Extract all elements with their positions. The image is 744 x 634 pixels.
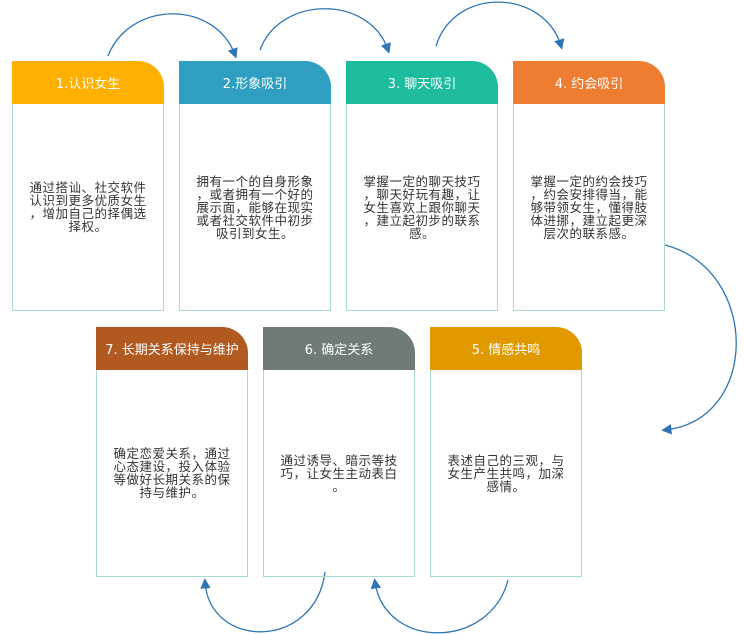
description-line: 女生喜欢上跟你聊天 [363,199,481,215]
step-body: 拥有一个的自身形象，或者拥有一个好的展示面，能够在现实或者社交软件中初步吸引到女… [179,104,331,311]
step-body: 通过诱导、暗示等技巧，让女生主动表白。 [263,370,415,577]
arrow-1-2 [107,13,238,59]
description-line: 吸引到女生。 [215,225,294,241]
description-line: 或者社交软件中初步 [196,212,314,228]
step-card-4: 4. 约会吸引掌握一定的约会技巧，约会安排得当，能够带领女生，懂得肢体进挪，建立… [513,61,665,311]
description-line: 心态建设，投入体验 [113,459,231,474]
description-line: 感情。 [486,478,526,494]
description-line: 层次的联系感。 [543,225,635,241]
arrow-2-3 [259,8,391,54]
description-line: 掌握一定的约会技巧 [530,173,648,189]
description-line: 表述自己的三观，与 [447,452,565,468]
description-line: ，约会安排得当，能 [530,186,648,202]
step-title: 2.形象吸引 [179,61,331,104]
step-title: 7. 长期关系保持与维护 [96,327,248,370]
step-title: 6. 确定关系 [263,327,415,370]
arrow-3-4 [435,1,565,50]
step-body: 确定恋爱关系，通过心态建设，投入体验等做好长期关系的保持与维护。 [96,370,248,577]
step-body: 通过搭讪、社交软件认识到更多优质女生，增加自己的择偶选择权。 [12,104,164,311]
step-card-7: 7. 长期关系保持与维护确定恋爱关系，通过心态建设，投入体验等做好长期关系的保持… [96,327,248,577]
description-line: 认识到更多优质女生 [29,193,147,208]
step-description: 掌握一定的约会技巧，约会安排得当，能够带领女生，懂得肢体进挪，建立起更深层次的联… [530,175,647,240]
arrow-6-7 [200,571,326,633]
description-line: 通过诱导、暗示等技 [280,452,398,468]
step-body: 表述自己的三观，与女生产生共鸣，加深感情。 [430,370,582,577]
step-card-1: 1.认识女生通过搭讪、社交软件认识到更多优质女生，增加自己的择偶选择权。 [12,61,164,311]
step-description: 表述自己的三观，与女生产生共鸣，加深感情。 [447,454,564,493]
description-line: ，建立起初步的联系 [363,212,481,228]
description-line: 通过搭讪、社交软件 [29,180,147,195]
description-line: 感。 [408,225,435,241]
step-title: 1.认识女生 [12,61,164,104]
step-card-2: 2.形象吸引拥有一个的自身形象，或者拥有一个好的展示面，能够在现实或者社交软件中… [179,61,331,311]
step-title: 3. 聊天吸引 [346,61,498,104]
arrow-4-5 [661,244,737,435]
description-line: 。 [332,478,346,494]
description-line: ，增加自己的择偶选 [29,206,147,221]
description-line: 巧，让女生主动表白 [280,465,398,481]
description-line: 展示面，能够在现实 [196,199,314,215]
step-description: 通过搭讪、社交软件认识到更多优质女生，增加自己的择偶选择权。 [29,181,146,233]
step-title: 4. 约会吸引 [513,61,665,104]
step-card-5: 5. 情感共鸣表述自己的三观，与女生产生共鸣，加深感情。 [430,327,582,577]
arrow-5-6 [370,578,509,634]
step-description: 通过诱导、暗示等技巧，让女生主动表白。 [280,454,397,493]
description-line: 确定恋爱关系，通过 [113,446,231,461]
description-line: 持与维护。 [139,485,205,500]
description-line: ，或者拥有一个好的 [196,186,314,202]
description-line: 等做好长期关系的保 [113,472,231,487]
step-description: 掌握一定的聊天技巧，聊天好玩有趣，让女生喜欢上跟你聊天，建立起初步的联系感。 [363,175,480,240]
description-line: 掌握一定的聊天技巧 [363,173,481,189]
step-title: 5. 情感共鸣 [430,327,582,370]
description-line: ，聊天好玩有趣，让 [363,186,481,202]
description-line: 拥有一个的自身形象 [196,173,314,189]
description-line: 体进挪，建立起更深 [530,212,648,228]
step-body: 掌握一定的约会技巧，约会安排得当，能够带领女生，懂得肢体进挪，建立起更深层次的联… [513,104,665,311]
description-line: 女生产生共鸣，加深 [447,465,565,481]
description-line: 够带领女生，懂得肢 [530,199,648,215]
step-body: 掌握一定的聊天技巧，聊天好玩有趣，让女生喜欢上跟你聊天，建立起初步的联系感。 [346,104,498,311]
step-description: 确定恋爱关系，通过心态建设，投入体验等做好长期关系的保持与维护。 [113,447,230,499]
step-description: 拥有一个的自身形象，或者拥有一个好的展示面，能够在现实或者社交软件中初步吸引到女… [196,175,313,240]
step-card-3: 3. 聊天吸引掌握一定的聊天技巧，聊天好玩有趣，让女生喜欢上跟你聊天，建立起初步… [346,61,498,311]
description-line: 择权。 [68,219,108,234]
step-card-6: 6. 确定关系通过诱导、暗示等技巧，让女生主动表白。 [263,327,415,577]
